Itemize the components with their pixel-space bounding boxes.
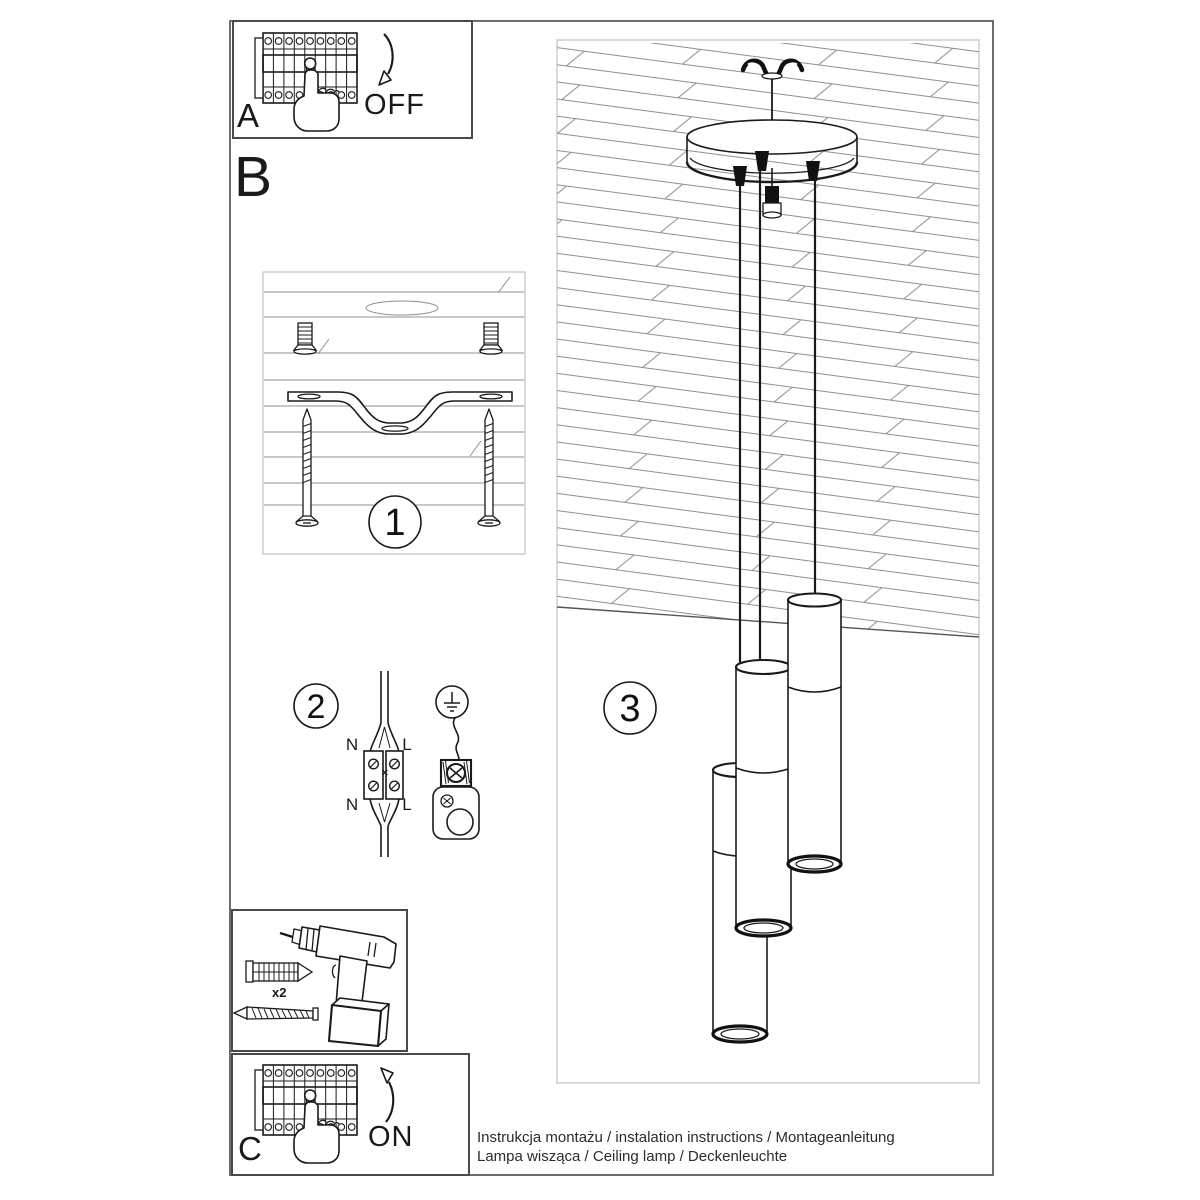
- earth-symbol-icon: [435, 685, 469, 719]
- curved-arrow-up-icon: [380, 1067, 395, 1123]
- mounting-bracket-icon: [287, 391, 513, 435]
- ceiling-bracket-icon: [740, 58, 805, 80]
- lamp-cable: [369, 798, 400, 857]
- ground-clamp-icon: [432, 717, 480, 840]
- step-number-1: 1: [368, 495, 422, 549]
- drill-icon: [279, 925, 397, 1048]
- supply-cable: [369, 671, 400, 753]
- pendant-tube-middle: [734, 658, 793, 938]
- screw-horizontal-icon: [232, 1005, 319, 1021]
- step-number-3: 3: [603, 681, 657, 735]
- pendant-tube-right: [786, 592, 843, 874]
- footer-title-line2: Lampa wisząca / Ceiling lamp / Deckenleu…: [477, 1148, 788, 1165]
- ceiling-texture: [556, 43, 980, 638]
- step-a-box: [232, 20, 473, 139]
- step3-number-label: 3: [619, 688, 640, 730]
- step1-number-label: 1: [384, 502, 405, 544]
- live-top-label: L: [402, 735, 412, 754]
- anchor-quantity-label: x2: [272, 985, 287, 1000]
- step-b-label: B: [234, 145, 273, 209]
- step2-number-label: 2: [307, 688, 326, 726]
- curved-arrow-down-icon: [378, 33, 394, 86]
- tools-box: [231, 909, 408, 1052]
- power-off-label: OFF: [364, 89, 425, 121]
- step-c-label: C: [238, 1130, 262, 1167]
- live-bottom-label: L: [402, 795, 412, 814]
- power-on-label: ON: [368, 1121, 414, 1153]
- step-a-label: A: [237, 97, 260, 134]
- step-1-panel: 1: [262, 271, 526, 555]
- neutral-top-label: N: [345, 735, 359, 754]
- anchor-icon: [245, 960, 314, 983]
- step-c-box: [231, 1053, 470, 1176]
- canopy: [685, 119, 859, 184]
- footer-title-line1: Instrukcja montażu / instalation instruc…: [477, 1129, 895, 1146]
- page-frame: [229, 20, 994, 1176]
- step-number-2: 2: [293, 683, 339, 729]
- neutral-bottom-label: N: [345, 795, 359, 814]
- step-3-panel: 3: [556, 39, 980, 1084]
- wiring-diagram: 2: [293, 671, 480, 857]
- cord-grips: [733, 151, 820, 219]
- terminal-block-icon: [363, 750, 404, 800]
